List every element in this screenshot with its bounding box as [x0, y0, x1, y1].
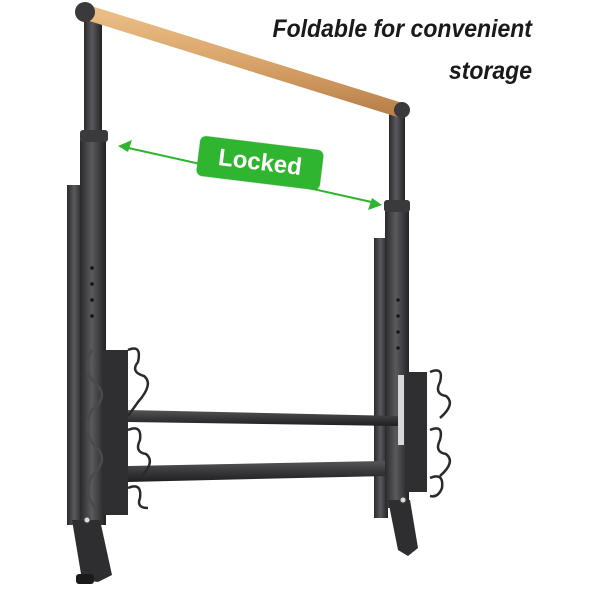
left-hook-rack [83, 347, 152, 524]
crossbars [128, 410, 400, 482]
caption-line-1: Foldable for convenient [272, 15, 532, 43]
caption-line-2: storage [448, 57, 532, 85]
locked-label: Locked [216, 143, 304, 182]
feature-caption: Foldable for convenient storage [273, 8, 532, 92]
wooden-handrail [75, 2, 410, 118]
right-hook-rack [398, 369, 452, 504]
